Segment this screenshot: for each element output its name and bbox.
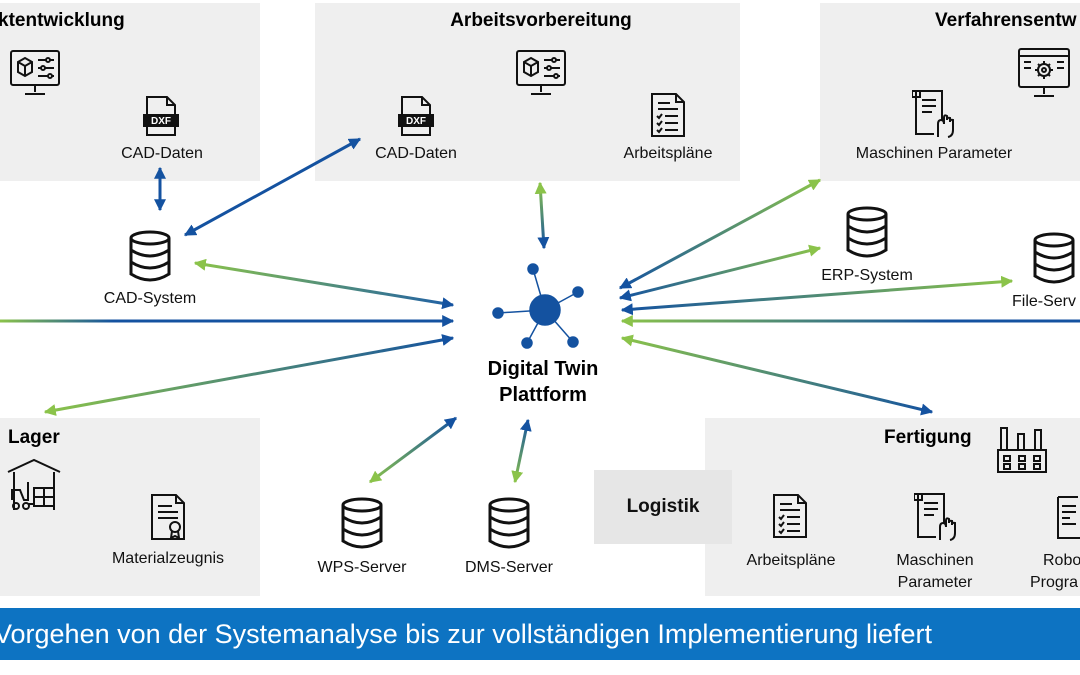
arrow-hub-wps (369, 416, 457, 484)
label-parameter-fe: Parameter (897, 574, 973, 591)
database-icon (846, 206, 888, 258)
factory-icon (997, 427, 1047, 473)
title-fertigung: Fertigung (884, 427, 972, 448)
hub-title-line2: Plattform (499, 384, 587, 406)
label-wps-server: WPS-Server (317, 559, 407, 576)
arrow-av-cad-daten-cad-system (183, 137, 362, 237)
database-icon (341, 497, 383, 549)
label-materialzeugnis: Materialzeugnis (111, 550, 225, 567)
title-arbeitsvorbereitung: Arbeitsvorbereitung (450, 10, 632, 31)
label-arbeitsplaene-fe: Arbeitspläne (746, 552, 836, 569)
database-icon (129, 230, 171, 282)
dxf-file-icon: DXF (143, 96, 179, 136)
label-progra-fe: Progra (1030, 574, 1079, 591)
database-icon (1033, 232, 1075, 284)
title-lager: Lager (8, 427, 60, 448)
label-erp-system: ERP-System (821, 267, 913, 284)
hub-title: Digital Twin Plattform (488, 356, 599, 408)
label-cad-system: CAD-System (103, 290, 197, 307)
title-logistik: Logistik (626, 496, 700, 517)
label-file-server: File-Serv (1012, 293, 1077, 310)
arrow-file-server-hub (620, 275, 1014, 316)
box-verfahrensentwicklung (820, 3, 1080, 181)
title-produktentwicklung: ktentwicklung (0, 10, 125, 31)
cad-workstation-icon (516, 50, 566, 95)
database-icon (488, 497, 530, 549)
arrow-hub-dms (511, 418, 532, 484)
arrow-hub-fertigung (620, 334, 934, 416)
settings-browser-icon (1018, 48, 1070, 97)
dxf-label: DXF (406, 116, 426, 127)
checklist-document-icon (651, 93, 685, 137)
arrow-hub-lager (43, 334, 455, 416)
certificate-document-icon (151, 494, 185, 540)
label-maschinen-parameter-ve: Maschinen Parameter (855, 145, 1013, 162)
title-verfahrensentwicklung: Verfahrensentw (935, 10, 1077, 31)
box-arbeitsvorbereitung (315, 3, 740, 181)
label-cad-daten-av: CAD-Daten (375, 145, 457, 162)
label-robo-fe: Robo (1043, 552, 1080, 569)
hub-title-line1: Digital Twin (487, 358, 599, 380)
robot-program-icon (1057, 496, 1080, 539)
label-arbeitsplaene-av: Arbeitspläne (623, 145, 713, 162)
dxf-label: DXF (151, 116, 171, 127)
arrow-av-hub (534, 181, 550, 250)
hub-network-icon (492, 263, 584, 349)
banner-text: Vorgehen von der Systemanalyse bis zur v… (0, 619, 933, 649)
checklist-document-icon (773, 494, 807, 538)
label-maschinen-fe: Maschinen (896, 552, 974, 569)
dxf-file-icon: DXF (398, 96, 434, 136)
parameter-sheet-hand-icon (912, 90, 954, 138)
label-dms-server: DMS-Server (464, 559, 554, 576)
bottom-banner: Vorgehen von der Systemanalyse bis zur v… (0, 608, 1080, 660)
box-logistik: Logistik (594, 470, 732, 544)
parameter-sheet-hand-icon (914, 493, 956, 541)
warehouse-forklift-icon (7, 458, 61, 510)
arrow-hub-cad-system (193, 258, 455, 310)
label-cad-daten-pe: CAD-Daten (121, 145, 203, 162)
cad-workstation-icon (10, 50, 60, 95)
